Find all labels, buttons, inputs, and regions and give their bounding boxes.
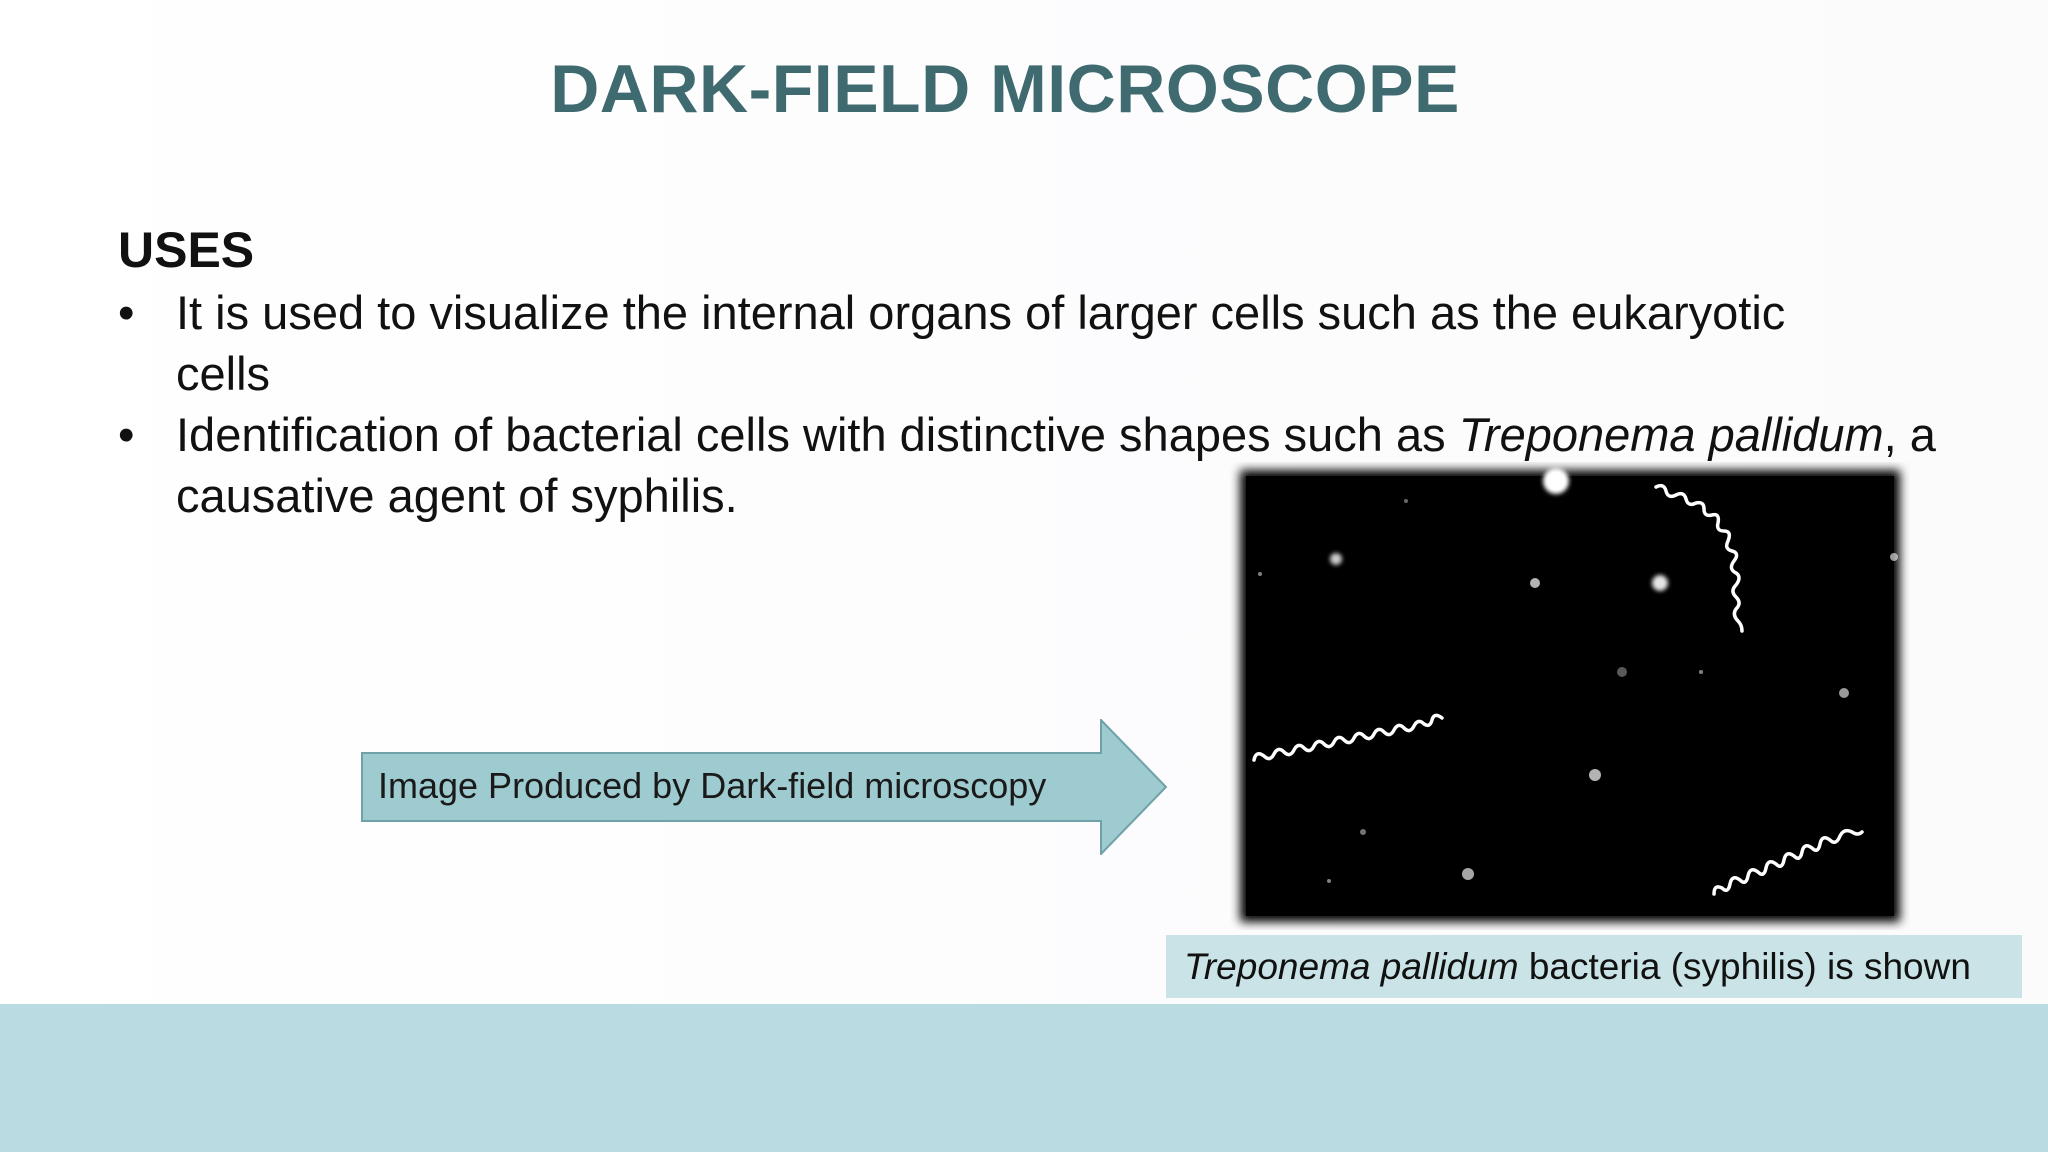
image-caption: Treponema pallidum bacteria (syphilis) i… — [1166, 935, 2022, 998]
bullet-icon: • — [118, 286, 135, 339]
bullet-text: It is used to visualize the internal org… — [176, 286, 1786, 400]
right-arrow-icon — [361, 719, 1168, 855]
list-item: • Identification of bacterial cells with… — [118, 404, 1966, 526]
caption-text: bacteria (syphilis) is shown — [1518, 946, 1971, 987]
species-name: Treponema pallidum — [1458, 408, 1884, 461]
bullet-icon: • — [118, 408, 135, 461]
footer-band — [0, 1004, 2048, 1152]
arrow-label: Image Produced by Dark-field microscopy — [378, 765, 1047, 806]
particle-specks — [1258, 468, 1898, 883]
bullet-text: Identification of bacterial cells with d… — [176, 408, 1459, 461]
uses-heading: USES — [118, 222, 255, 278]
dark-field-micrograph — [1240, 468, 1900, 922]
uses-list: • It is used to visualize the internal o… — [118, 282, 1936, 526]
bullet-text-end: , a causative agent of syphilis. — [176, 408, 1936, 522]
list-item: • It is used to visualize the internal o… — [118, 282, 1816, 404]
slide-title: DARK-FIELD MICROSCOPE — [550, 51, 1460, 127]
uses-section: USES • It is used to visualize the inter… — [118, 218, 1936, 526]
arrow-callout: Image Produced by Dark-field microscopy — [361, 719, 1168, 855]
spirochete-bacteria — [1252, 483, 1864, 896]
caption-species: Treponema pallidum — [1184, 946, 1519, 987]
